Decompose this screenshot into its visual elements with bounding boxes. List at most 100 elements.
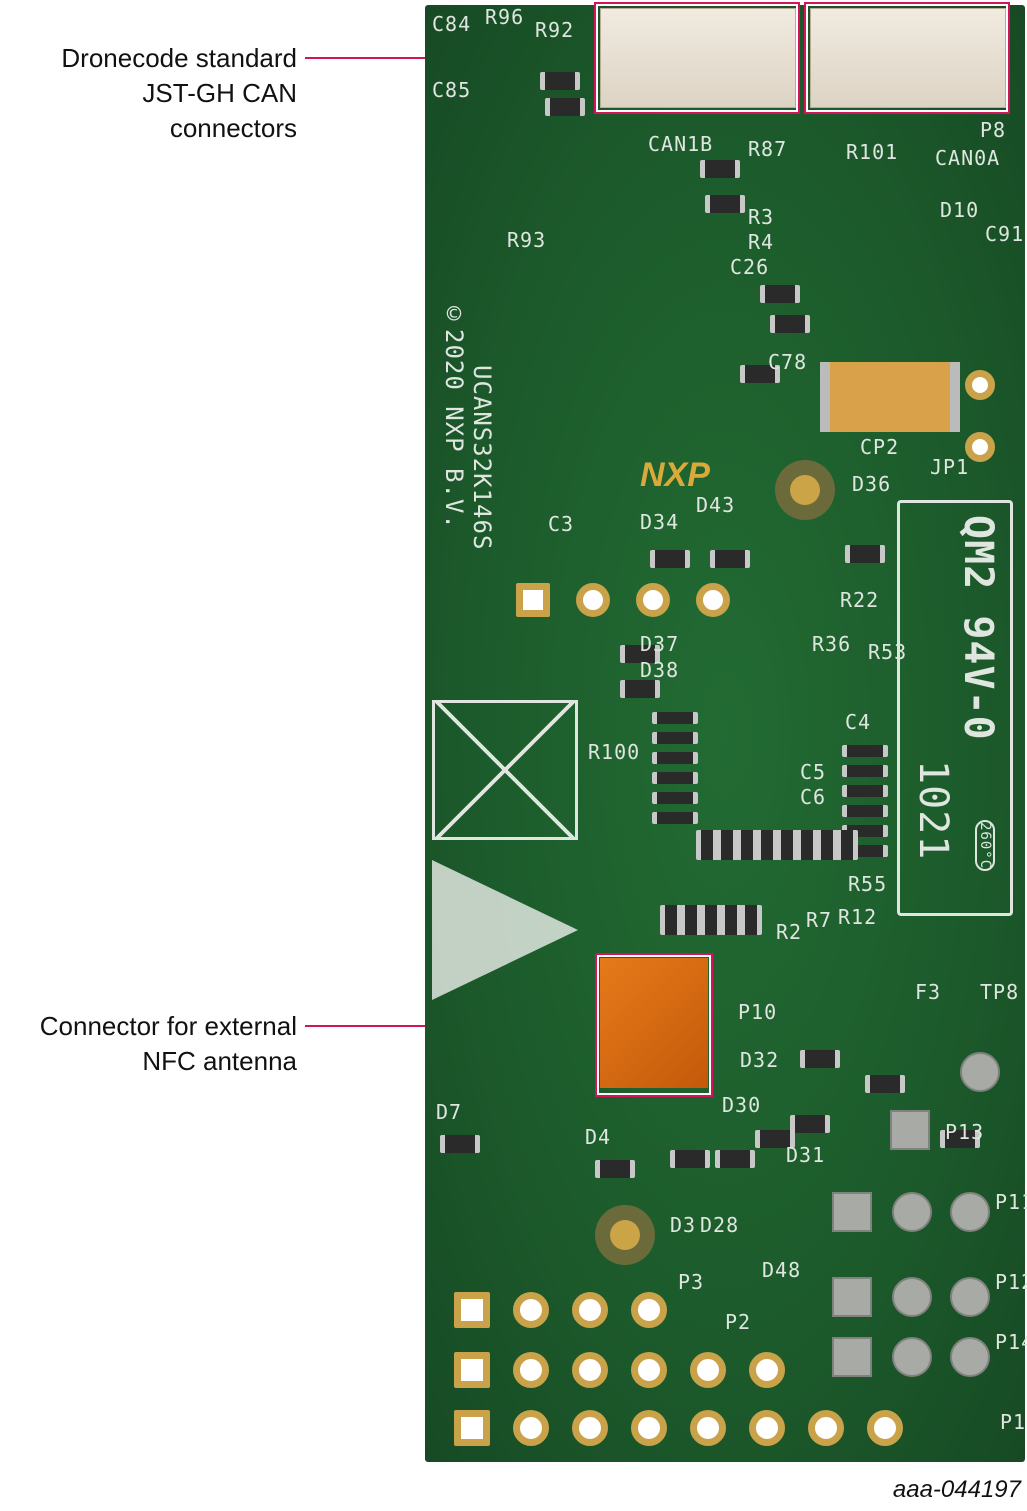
through-hole-pad <box>867 1410 903 1446</box>
nfc-antenna-connector <box>600 958 708 1088</box>
silk-ref-r7: R7 <box>806 908 833 932</box>
header-pad-square <box>890 1110 930 1150</box>
silk-ul-mark: QM2 94V-0 <box>955 515 1001 741</box>
smd-component <box>705 195 745 213</box>
jst-gh-connector-can1 <box>600 8 796 108</box>
ic-pin <box>842 745 888 757</box>
nxp-logo: NXP <box>640 456 710 494</box>
header-pad-square <box>832 1337 872 1377</box>
ic-pin <box>652 712 698 724</box>
callout-line: Connector for external <box>39 1011 297 1041</box>
through-hole-pad <box>631 1292 667 1328</box>
silk-ref-d10: D10 <box>940 198 980 222</box>
silk-ref-r96: R96 <box>485 5 525 29</box>
through-hole-pad <box>513 1292 549 1328</box>
highlight-box <box>595 953 713 1097</box>
silk-ref-can1b: CAN1B <box>648 132 714 156</box>
silk-ref-r3: R3 <box>748 205 775 229</box>
smd-component <box>620 645 660 663</box>
callout-can-connectors: Dronecode standard JST-GH CAN connectors <box>61 41 297 146</box>
header-pad-round <box>950 1337 990 1377</box>
header-pad-square <box>832 1277 872 1317</box>
silk-ref-d30: D30 <box>722 1093 762 1117</box>
silk-ref-d7: D7 <box>436 1100 463 1124</box>
header-pad-round <box>950 1192 990 1232</box>
smd-component <box>865 1075 905 1093</box>
resistor-array <box>680 905 702 935</box>
through-hole-pad <box>696 583 730 617</box>
silk-ref-c26: C26 <box>730 255 770 279</box>
through-hole-pad <box>513 1352 549 1388</box>
smd-component <box>545 98 585 116</box>
jst-gh-connector-can0 <box>810 8 1006 108</box>
resistor-array <box>776 830 798 860</box>
silk-ul-box <box>897 500 1013 916</box>
resistor-array <box>836 830 858 860</box>
weee-symbol <box>432 700 578 840</box>
silk-temp: 260°C <box>975 820 995 872</box>
silk-ref-r22: R22 <box>840 588 880 612</box>
silk-copyright: ©2020 NXP B.V. <box>440 300 468 530</box>
silk-ref-r2: R2 <box>776 920 803 944</box>
silk-ref-c3: C3 <box>548 512 575 536</box>
smd-component <box>845 545 885 563</box>
highlight-box <box>594 2 800 114</box>
callout-nfc-connector: Connector for external NFC antenna <box>40 1009 297 1079</box>
ic-pin <box>652 772 698 784</box>
resistor-array <box>740 905 762 935</box>
silk-ref-p13: P13 <box>945 1120 985 1144</box>
callout-line: NFC antenna <box>142 1046 297 1076</box>
silk-ref-d37: D37 <box>640 632 680 656</box>
resistor-array <box>756 830 778 860</box>
smd-component <box>715 1150 755 1168</box>
smd-component <box>760 285 800 303</box>
figure-id: aaa-044197 <box>892 1476 1021 1503</box>
smd-component <box>710 550 750 568</box>
through-hole-pad <box>516 583 550 617</box>
header-pad-round <box>892 1337 932 1377</box>
silk-ref-f3: F3 <box>915 980 942 1004</box>
silk-ref-d31: D31 <box>786 1143 826 1167</box>
through-hole-pad <box>572 1292 608 1328</box>
silk-ref-p2: P2 <box>725 1310 752 1334</box>
ic-pin <box>652 792 698 804</box>
silk-ref-p10: P10 <box>738 1000 778 1024</box>
silk-ref-d34: D34 <box>640 510 680 534</box>
smd-component <box>670 1150 710 1168</box>
through-hole-pad <box>749 1352 785 1388</box>
silk-ref-p8: P8 <box>980 118 1007 142</box>
through-hole-pad <box>690 1352 726 1388</box>
highlight-box <box>804 2 1010 114</box>
resistor-array <box>736 830 758 860</box>
through-hole-pad <box>454 1352 490 1388</box>
silk-ref-c91: C91 <box>985 222 1025 246</box>
through-hole-pad <box>576 583 610 617</box>
through-hole-pad <box>454 1410 490 1446</box>
through-hole-pad <box>454 1292 490 1328</box>
callout-line: JST-GH CAN <box>142 78 297 108</box>
silk-ref-p3: P3 <box>678 1270 705 1294</box>
silk-ref-d28: D28 <box>700 1213 740 1237</box>
silk-ref-r36: R36 <box>812 632 852 656</box>
silk-ref-r87: R87 <box>748 137 788 161</box>
tantalum-capacitor <box>820 362 960 432</box>
smd-component <box>595 1160 635 1178</box>
silk-ref-d48: D48 <box>762 1258 802 1282</box>
through-hole-pad <box>631 1352 667 1388</box>
silk-ref-r92: R92 <box>535 18 575 42</box>
smd-component <box>440 1135 480 1153</box>
mounting-hole <box>775 460 835 520</box>
header-pad-round <box>960 1052 1000 1092</box>
resistor-array <box>700 905 722 935</box>
through-hole-pad <box>572 1410 608 1446</box>
callout-line: Dronecode standard <box>61 43 297 73</box>
silk-ref-c5: C5 <box>800 760 827 784</box>
resistor-array <box>816 830 838 860</box>
smd-component <box>650 550 690 568</box>
silk-ref-d4: D4 <box>585 1125 612 1149</box>
smd-component <box>770 315 810 333</box>
resistor-array <box>796 830 818 860</box>
silk-ref-c6: C6 <box>800 785 827 809</box>
silk-ref-r12: R12 <box>838 905 878 929</box>
resistor-array <box>720 905 742 935</box>
